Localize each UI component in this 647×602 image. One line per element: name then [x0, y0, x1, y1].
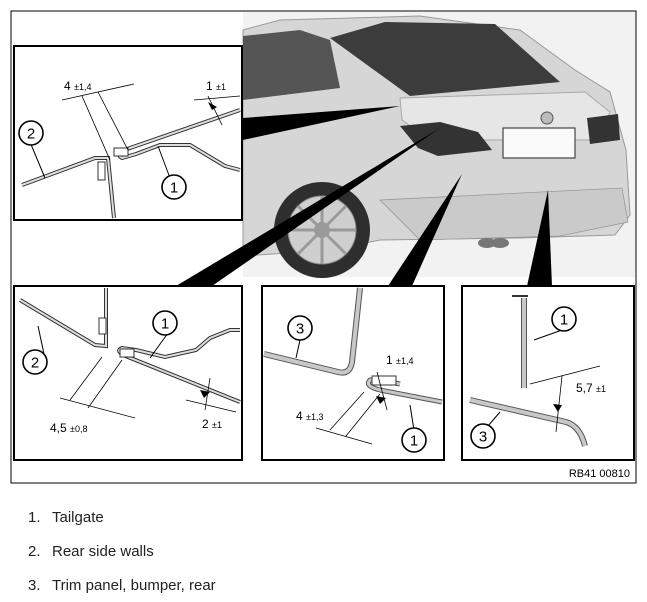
legend-label: Tailgate: [52, 508, 104, 526]
callouts: 2 1 2 1 3 1 1 3: [18, 120, 577, 453]
legend-label: Trim panel, bumper, rear: [52, 576, 216, 594]
connector-wedges: [176, 106, 552, 286]
callout-1-panel-a: 1: [170, 180, 178, 197]
legend-item: 2. Rear side walls: [28, 534, 216, 568]
dimension-label: 1 ±1: [206, 79, 226, 93]
legend: 1. Tailgate 2. Rear side walls 3. Trim p…: [28, 500, 216, 602]
legend-item: 3. Trim panel, bumper, rear: [28, 568, 216, 602]
legend-label: Rear side walls: [52, 542, 154, 560]
callout-2-panel-b: 2: [31, 355, 39, 372]
callout-1-panel-b: 1: [161, 316, 169, 333]
detail-panel-b: [13, 285, 243, 461]
callout-3-panel-c: 3: [296, 321, 304, 338]
legend-number: 3.: [28, 576, 41, 594]
callout-3-panel-d: 3: [479, 429, 487, 446]
dimension-labels: 4 ±1,4 1 ±1 4,5 ±0,8 2 ±1 1 ±1,4 4 ±1,3 …: [50, 79, 606, 435]
dimension-label: 4 ±1,4: [64, 79, 91, 93]
callout-2-panel-a: 2: [27, 126, 35, 143]
technical-diagram: 2 1 2 1 3 1 1 3 4 ±1,4 1 ±1 4,5 ±0,8 2 ±…: [10, 10, 637, 484]
dimension-label: 4 ±1,3: [296, 409, 323, 423]
legend-number: 2.: [28, 542, 41, 560]
figure-code: RB41 00810: [569, 468, 630, 480]
dimension-label: 1 ±1,4: [386, 353, 413, 367]
car-illustration: [242, 12, 635, 278]
detail-panel-a: [13, 45, 243, 221]
dimension-label: 2 ±1: [202, 417, 222, 431]
callout-1-panel-d: 1: [560, 312, 568, 329]
callout-1-panel-c: 1: [410, 433, 418, 450]
legend-item: 1. Tailgate: [28, 500, 216, 534]
dimension-label: 5,7 ±1: [576, 381, 606, 395]
dimension-label: 4,5 ±0,8: [50, 421, 87, 435]
legend-number: 1.: [28, 508, 41, 526]
